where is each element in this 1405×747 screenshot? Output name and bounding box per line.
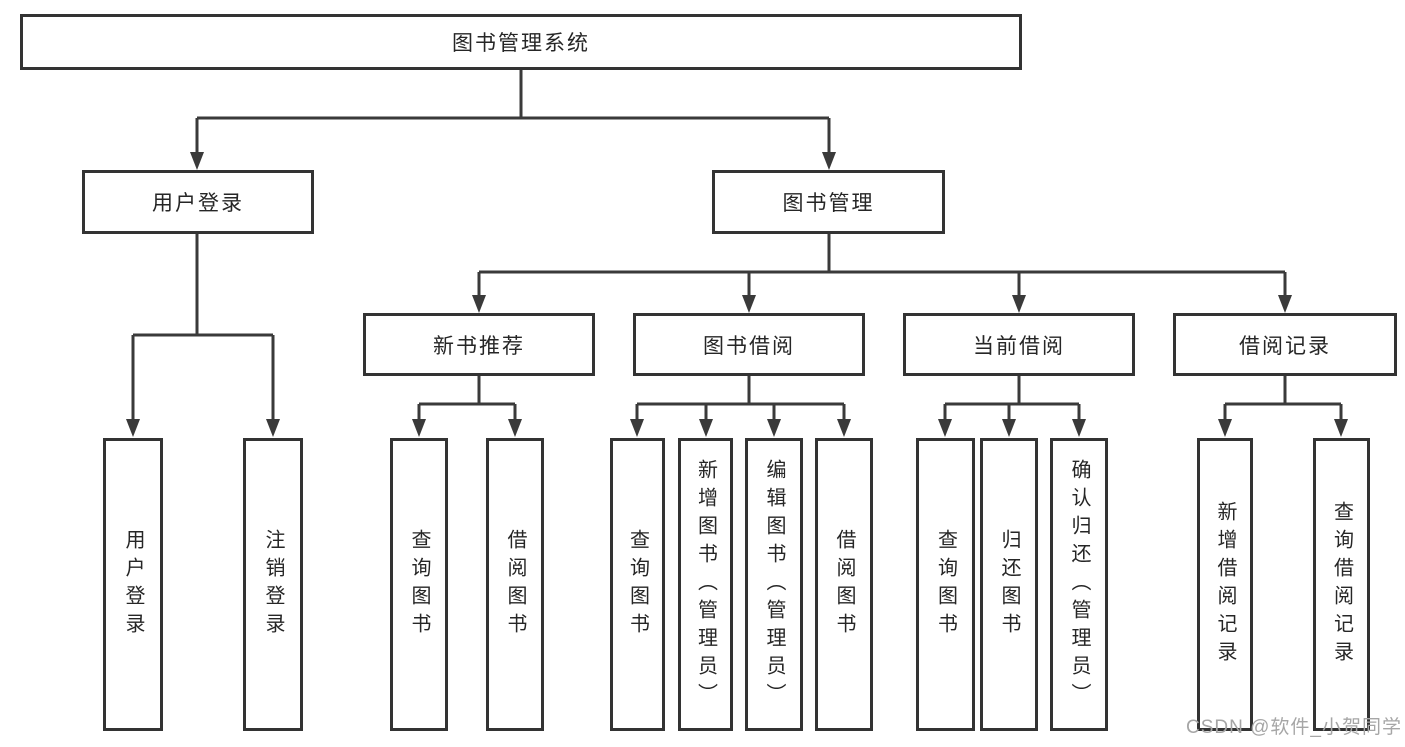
node-current-borrowing: 当前借阅 (903, 313, 1135, 376)
leaf-query-books-recommend: 查询图书 (390, 438, 448, 731)
leaf-return-books: 归还图书 (980, 438, 1038, 731)
leaf-label: 用户登录 (122, 528, 144, 641)
leaf-edit-book-admin: 编辑图书（管理员） (745, 438, 803, 731)
leaf-label: 查询图书 (408, 528, 430, 641)
leaf-label: 借阅图书 (504, 528, 526, 641)
leaf-add-book-admin: 新增图书（管理员） (678, 438, 733, 731)
node-new-book-recommend: 新书推荐 (363, 313, 595, 376)
leaf-label: 新增借阅记录 (1214, 500, 1236, 669)
node-book-borrowing: 图书借阅 (633, 313, 865, 376)
leaf-label: 查询图书 (626, 528, 649, 641)
leaf-label: 注销登录 (262, 528, 284, 641)
arrowheads (126, 152, 1348, 437)
node-library-management-system: 图书管理系统 (20, 14, 1022, 70)
node-user-login: 用户登录 (82, 170, 314, 234)
node-book-management: 图书管理 (712, 170, 945, 234)
leaf-label: 新增图书（管理员） (694, 458, 717, 711)
node-borrowing-records: 借阅记录 (1173, 313, 1397, 376)
leaf-add-borrow-record: 新增借阅记录 (1197, 438, 1253, 731)
leaf-label: 归还图书 (998, 528, 1020, 641)
leaf-label: 编辑图书（管理员） (763, 458, 785, 711)
watermark-text: CSDN @软件_小贺同学 (1186, 717, 1402, 738)
leaf-user-login: 用户登录 (103, 438, 163, 731)
leaf-query-books-current: 查询图书 (916, 438, 975, 731)
leaf-label: 查询图书 (934, 528, 957, 641)
connector-paths (131, 69, 1343, 425)
leaf-label: 查询借阅记录 (1330, 500, 1353, 669)
leaf-confirm-return-admin: 确认归还（管理员） (1050, 438, 1108, 731)
leaf-logout: 注销登录 (243, 438, 303, 731)
leaf-borrow-books-recommend: 借阅图书 (486, 438, 544, 731)
leaf-query-books-borrowing: 查询图书 (610, 438, 665, 731)
leaf-label: 借阅图书 (833, 528, 855, 641)
leaf-query-borrow-record: 查询借阅记录 (1313, 438, 1370, 731)
leaf-label: 确认归还（管理员） (1068, 458, 1090, 711)
leaf-borrow-books-borrowing: 借阅图书 (815, 438, 873, 731)
